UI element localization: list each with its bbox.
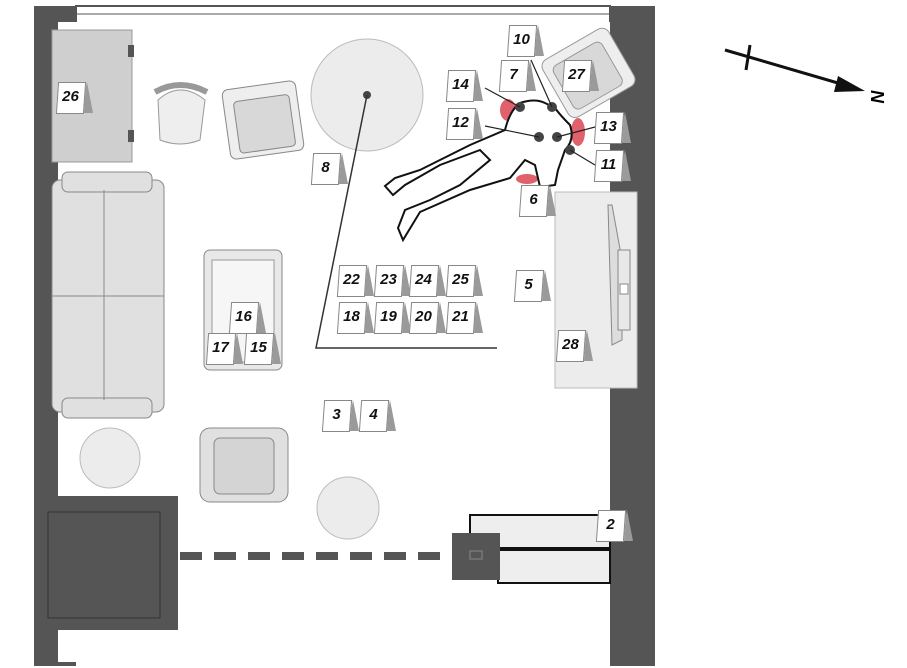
marker-number: 10 [513, 31, 530, 48]
marker-number: 27 [568, 66, 585, 83]
marker-number: 18 [343, 308, 360, 325]
device-box [452, 533, 500, 580]
marker-number: 7 [509, 66, 518, 83]
evidence-marker-17: 17 [205, 333, 243, 365]
evidence-marker-25: 25 [445, 265, 483, 297]
evidence-marker-3: 3 [321, 400, 359, 432]
marker-number: 19 [380, 308, 397, 325]
marker-number: 26 [62, 88, 79, 105]
marker-number: 5 [524, 276, 533, 293]
marker-number: 24 [415, 271, 432, 288]
marker-number: 22 [343, 271, 360, 288]
marker-number: 2 [606, 516, 615, 533]
side-table [316, 476, 380, 540]
evidence-marker-5: 5 [513, 270, 551, 302]
marker-number: 11 [600, 156, 617, 173]
marker-number: 13 [600, 118, 617, 135]
evidence-marker-12: 12 [445, 108, 483, 140]
north-label: N [867, 90, 887, 103]
bench [497, 549, 611, 584]
evidence-marker-6: 6 [518, 185, 556, 217]
marker-number: 25 [452, 271, 469, 288]
evidence-marker-23: 23 [373, 265, 411, 297]
evidence-marker-26: 26 [55, 82, 93, 114]
evidence-marker-20: 20 [408, 302, 446, 334]
marker-number: 21 [452, 308, 469, 325]
fireplace [34, 496, 178, 630]
evidence-marker-18: 18 [336, 302, 374, 334]
side-table [79, 427, 141, 489]
evidence-marker-10: 10 [506, 25, 544, 57]
measurement-line [315, 94, 497, 349]
evidence-marker-27: 27 [561, 60, 599, 92]
marker-number: 12 [452, 114, 469, 131]
evidence-marker-14: 14 [445, 70, 483, 102]
marker-number: 15 [250, 339, 267, 356]
marker-number: 28 [562, 336, 579, 353]
marker-number: 14 [452, 76, 469, 93]
evidence-marker-24: 24 [408, 265, 446, 297]
marker-number: 16 [235, 308, 252, 325]
evidence-marker-19: 19 [373, 302, 411, 334]
marker-number: 6 [529, 191, 538, 208]
marker-number: 4 [369, 406, 378, 423]
evidence-marker-7: 7 [498, 60, 536, 92]
marker-number: 17 [212, 339, 229, 356]
evidence-marker-8: 8 [310, 153, 348, 185]
marker-number: 20 [415, 308, 432, 325]
chair [157, 89, 206, 145]
evidence-marker-13: 13 [593, 112, 631, 144]
marker-number: 23 [380, 271, 397, 288]
evidence-marker-22: 22 [336, 265, 374, 297]
marker-number: 3 [332, 406, 341, 423]
marker-number: 8 [321, 159, 330, 176]
evidence-marker-15: 15 [243, 333, 281, 365]
compass-arrow [724, 44, 865, 92]
evidence-marker-21: 21 [445, 302, 483, 334]
evidence-marker-4: 4 [358, 400, 396, 432]
evidence-marker-28: 28 [555, 330, 593, 362]
evidence-marker-11: 11 [593, 150, 631, 182]
evidence-marker-2: 2 [595, 510, 633, 542]
evidence-marker-16: 16 [228, 302, 266, 334]
